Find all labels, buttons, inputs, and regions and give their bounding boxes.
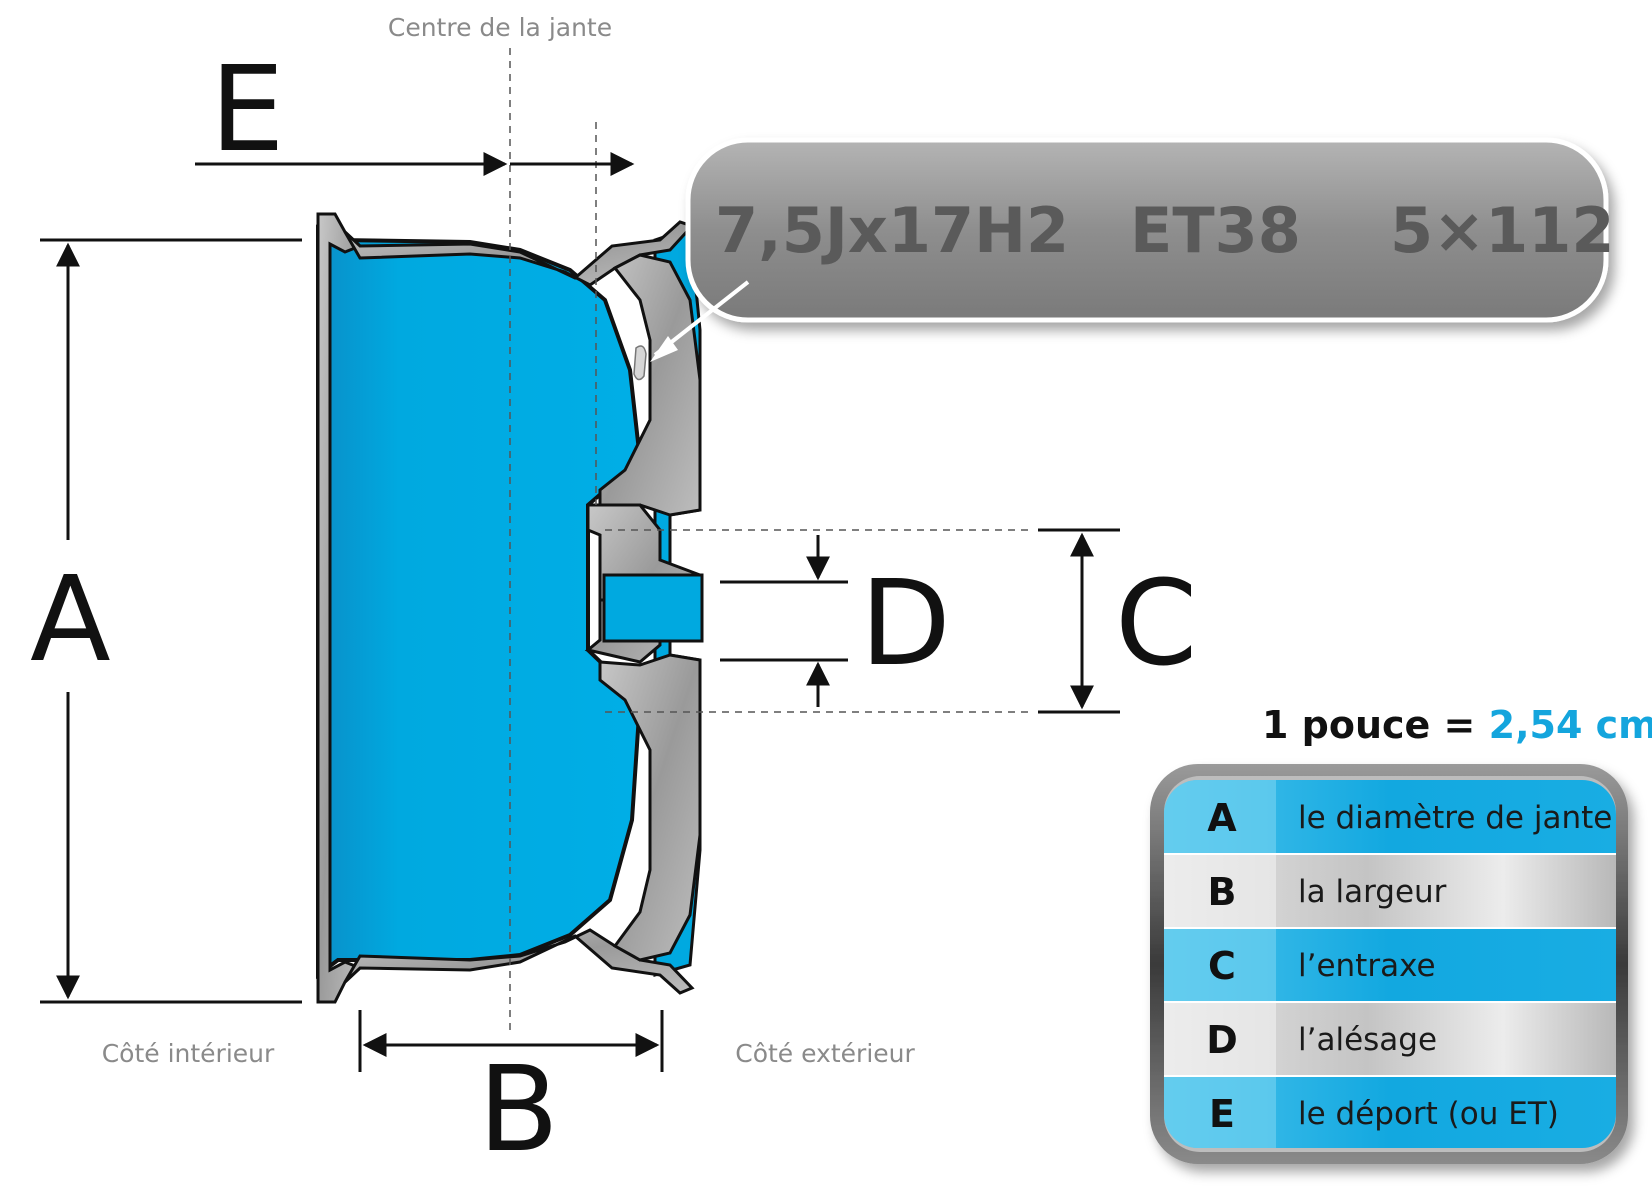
spec-box (685, 137, 1609, 323)
legend-panel (1150, 764, 1628, 1164)
conversion-line: 1 pouce = 2,54 cm (1262, 703, 1652, 747)
label-B: B (478, 1040, 559, 1178)
label-A: A (30, 550, 111, 688)
legend-text: la largeur (1298, 874, 1447, 910)
spec-bolt-pattern: 5×112 (1390, 194, 1615, 267)
label-D: D (860, 554, 951, 692)
rim-interior (316, 224, 643, 979)
label-C: C (1115, 554, 1197, 692)
legend-letter: D (1206, 1018, 1238, 1062)
legend-letter: A (1207, 796, 1237, 840)
rim-cross-section (316, 212, 704, 1004)
caption-center: Centre de la jante (388, 13, 612, 42)
conversion-value: 2,54 cm (1489, 703, 1652, 747)
stamp-marker (633, 345, 647, 381)
rim-spoke-bottom (598, 653, 702, 962)
legend-row: B la largeur (1208, 870, 1447, 914)
spec-pointer-arrow (650, 280, 750, 362)
legend-row: E le déport (ou ET) (1209, 1092, 1559, 1136)
caption-outer-side: Côté extérieur (735, 1039, 915, 1068)
rim-center-bore (602, 573, 704, 643)
label-E: E (210, 40, 285, 178)
guide-lines (509, 48, 1030, 1030)
legend-row: D l’alésage (1206, 1018, 1437, 1062)
legend-row: C l’entraxe (1208, 944, 1436, 988)
dimension-lines (40, 152, 1120, 1072)
legend-letter: B (1208, 870, 1237, 914)
conversion-prefix: 1 pouce = (1262, 703, 1489, 747)
legend-letter: E (1209, 1092, 1235, 1136)
rim-barrel-top (343, 220, 695, 287)
legend-row: A le diamètre de jante (1207, 796, 1612, 840)
legend-text: le diamètre de jante (1298, 800, 1612, 836)
spec-size: 7,5Jx17H2 (715, 194, 1069, 267)
rim-barrel-bottom (343, 928, 695, 995)
legend-text: l’entraxe (1298, 948, 1436, 984)
legend-letter: C (1208, 944, 1236, 988)
legend-text: l’alésage (1298, 1022, 1437, 1058)
caption-inner-side: Côté intérieur (102, 1039, 275, 1068)
spec-offset: ET38 (1130, 194, 1301, 267)
legend-text: le déport (ou ET) (1298, 1096, 1559, 1132)
